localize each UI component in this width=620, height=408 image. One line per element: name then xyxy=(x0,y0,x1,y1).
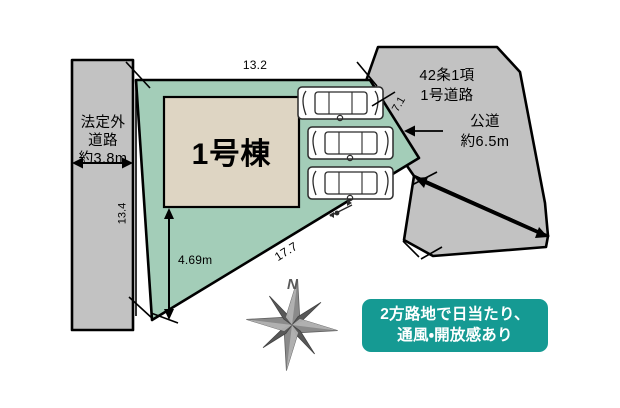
west-road-width-label: 約3.8m xyxy=(78,151,128,167)
dim-east-road-width xyxy=(415,177,548,238)
dim-label-north-frontage: 13.2 xyxy=(242,58,268,72)
building-footprint xyxy=(162,95,301,209)
northeast-road-name-line2: 1号道路 xyxy=(420,88,474,104)
compass-north-label: N xyxy=(287,276,298,293)
parking-stall-2 xyxy=(307,126,394,162)
dim-northeast-side xyxy=(404,125,443,137)
parking-stall-3 xyxy=(307,166,394,202)
feature-badge-text: 2方路地で日当たり、 通風・開放感あり xyxy=(380,306,530,344)
northeast-road-name-line1: 42条1項 xyxy=(419,68,475,84)
building-label: 1号棟 xyxy=(191,138,272,171)
east-road-name: 公道 xyxy=(470,114,500,130)
east-road-width-label: 約6.5m xyxy=(460,134,510,150)
west-road-name-line2: 道路 xyxy=(88,133,118,149)
west-road-polygon xyxy=(70,58,135,332)
feature-badge: 2方路地で日当たり、 通風・開放感あり xyxy=(362,299,548,352)
dim-label-setback-south: 4.69m xyxy=(178,253,213,267)
dim-west-road-width xyxy=(72,157,133,169)
dim-setback-south xyxy=(164,208,174,320)
west-road-name-line1: 法定外 xyxy=(80,115,126,131)
compass-rose xyxy=(246,279,338,371)
parking-area xyxy=(297,86,394,202)
parking-stall-1 xyxy=(297,86,384,122)
corner-leader-lines xyxy=(125,61,443,324)
dim-label-west-side: 13.4 xyxy=(116,202,129,225)
driveway-entrance-marker xyxy=(329,200,353,218)
road-boundary-line xyxy=(412,174,550,238)
